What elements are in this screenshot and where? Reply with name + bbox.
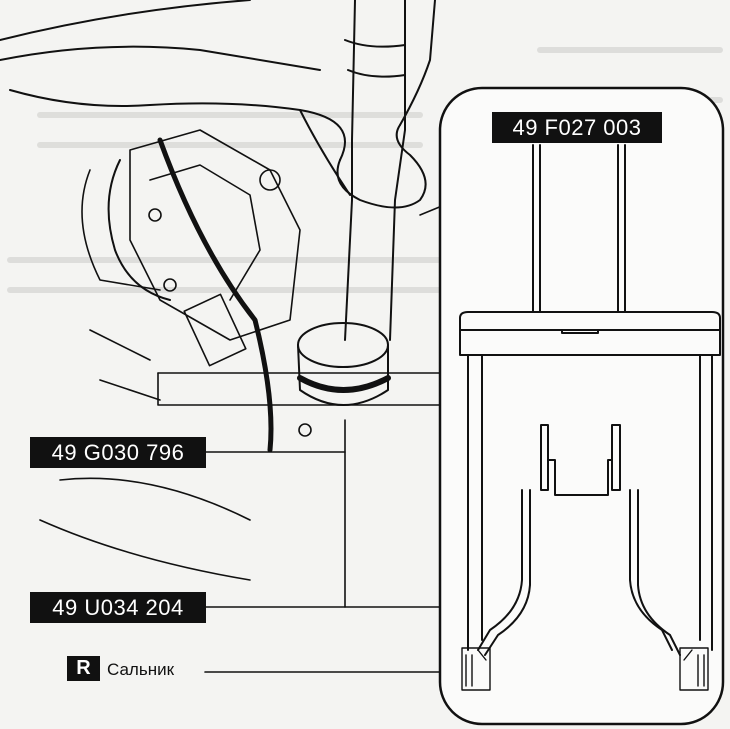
detail-tool-drawing [459, 144, 721, 691]
tool-label-49-f027-003: 49 F027 003 [492, 112, 662, 143]
hand-drawing [0, 0, 436, 301]
tool-label-49-g030-796: 49 G030 796 [30, 437, 206, 468]
oil-seal-right [679, 647, 709, 691]
tool-label-49-u034-204: 49 U034 204 [30, 592, 206, 623]
detail-panel [438, 86, 725, 726]
oil-seal-left [461, 647, 491, 691]
engine-drawing [39, 129, 312, 581]
part-label-oil-seal: Сальник [107, 660, 175, 679]
installer-cup [297, 322, 391, 406]
replace-badge: R [67, 656, 100, 681]
tool-shaft [344, 0, 406, 341]
